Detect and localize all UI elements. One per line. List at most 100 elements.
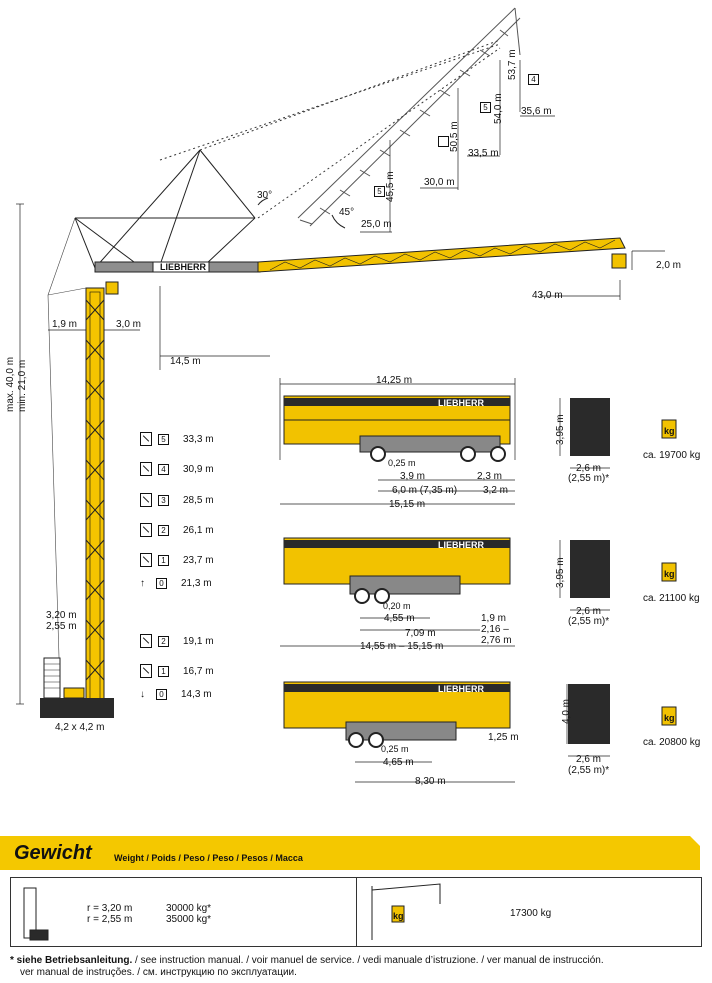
weight-subtitle: Weight / Poids / Peso / Peso / Pesos / M… [114, 853, 303, 863]
footnote-line-2: ver manual de instruções. / см. инструкц… [20, 967, 297, 978]
transport-dim: 4,65 m [383, 757, 414, 768]
transport-weight: ca. 20800 kg [643, 737, 701, 748]
transport-brand: LIEBHERR [438, 398, 485, 408]
mast-section-icon [140, 493, 152, 507]
weight-row-radius: r = 2,55 m [87, 914, 133, 925]
arc-30 [257, 197, 269, 206]
transport-width: 2,6 m [576, 463, 602, 474]
mast-section-icon [140, 553, 152, 567]
transport-brand: LIEBHERR [438, 540, 485, 550]
offset-left-label: 1,9 m [52, 319, 78, 330]
transport-overall: 8,30 m [415, 776, 446, 787]
transport-width: 2,6 m [576, 754, 602, 765]
weight-row-kg: 35000 kg* [166, 914, 212, 925]
transport-dim: 1,25 m [488, 732, 519, 743]
radius-30-0-label: 30,0 m [424, 177, 455, 188]
box-4-label: 4 [528, 74, 543, 85]
transport-width-alt: (2,55 m)* [568, 473, 610, 484]
transport-dim: 3,2 m [483, 485, 509, 496]
mast-section-icon [140, 634, 152, 648]
footnote-line-1: * siehe Betriebsanleitung. / see instruc… [10, 955, 604, 966]
transport-clearance: 0,20 m [383, 601, 411, 611]
guy-lines [47, 217, 87, 691]
luffing-jib-30 [159, 39, 501, 219]
angle-30-label: 30° [257, 190, 273, 201]
jib-length-label: 43,0 m [532, 290, 563, 301]
mast-section-icon [140, 523, 152, 537]
weight-row-kg: 30000 kg* [166, 903, 212, 914]
transport-weight: ca. 21100 kg [643, 593, 700, 604]
transport-weight: ca. 19700 kg [643, 450, 701, 461]
box-5b-label: 5 [374, 186, 389, 197]
horizontal-jib [105, 237, 627, 295]
weight-title: Gewicht [14, 842, 92, 864]
transport-dimension-lines [279, 378, 610, 783]
transport-clearance: 0,25 m [381, 744, 409, 754]
transport-overall: 15,15 m [389, 499, 426, 510]
arc-45 [331, 214, 346, 229]
transport-dim: 7,09 m [405, 628, 436, 639]
footnote-bold: * siehe Betriebsanleitung. [10, 955, 133, 966]
table-crane-icons [23, 883, 441, 941]
transport-height: 3,95 m [555, 414, 566, 445]
transport-2-vehicle [283, 537, 610, 604]
transport-height: 3,95 m [555, 557, 566, 588]
kg-icon-label: kg [664, 426, 675, 436]
kg-icon-label: kg [664, 713, 675, 723]
transport-overall: 14,55 m – 15,15 m [360, 641, 444, 652]
weight-icons [661, 419, 677, 726]
transport-dim: 1,9 m [481, 613, 507, 624]
weight-table-divider [356, 878, 357, 946]
transport-width-alt: (2,55 m)* [568, 616, 610, 627]
mast-section-icon [140, 462, 152, 476]
angle-45-label: 45° [339, 207, 355, 218]
ballast-radius-2-label: 2,55 m [46, 621, 77, 632]
footnote-rest: / see instruction manual. / voir manuel … [132, 955, 604, 966]
transport-clearance: 0,25 m [388, 458, 416, 468]
brand-label-main: LIEBHERR [160, 262, 207, 272]
transport-dim: 4,55 m [384, 613, 415, 624]
counter-radius-label: 14,5 m [170, 356, 201, 367]
mast-section-icon [140, 664, 152, 678]
transport-width: 2,6 m [576, 606, 602, 617]
kg-icon-label: kg [393, 911, 404, 921]
transport-width-alt: (2,55 m)* [568, 765, 610, 776]
transport-dim: 6,0 m (7,35 m) [392, 485, 458, 496]
transport-top-length: 14,25 m [376, 375, 413, 386]
weight-row-radius: r = 3,20 m [87, 903, 133, 914]
mast-section-icon [140, 432, 152, 446]
weight-banner [0, 836, 700, 870]
transport-3-vehicle [283, 681, 610, 748]
box-plain-label [438, 136, 453, 150]
base-size-label: 4,2 x 4,2 m [55, 722, 105, 733]
transport-1-vehicle [283, 395, 610, 462]
hook-height-label: 2,0 m [656, 260, 682, 271]
transport-dim: 2,3 m [477, 471, 503, 482]
weight-table [10, 877, 702, 947]
base-ballast [40, 657, 114, 718]
offset-right-label: 3,0 m [116, 319, 142, 330]
transport-dim: 3,9 m [400, 471, 426, 482]
transport-dim: 2,76 m [481, 635, 512, 646]
transport-height: 4,0 m [561, 698, 572, 724]
kg-icon-label: kg [664, 569, 675, 579]
weight-right-value: 17300 kg [510, 908, 552, 919]
dimension-lines [16, 60, 665, 705]
transport-brand: LIEBHERR [438, 684, 485, 694]
radius-33-5-label: 33,5 m [468, 148, 499, 159]
transport-dim: 2,16 – [481, 624, 509, 635]
radius-35-6-label: 35,6 m [521, 106, 552, 117]
ballast-radius-1-label: 3,20 m [46, 610, 77, 621]
luffing-jib-45 [297, 7, 521, 227]
radius-25-0-label: 25,0 m [361, 219, 392, 230]
